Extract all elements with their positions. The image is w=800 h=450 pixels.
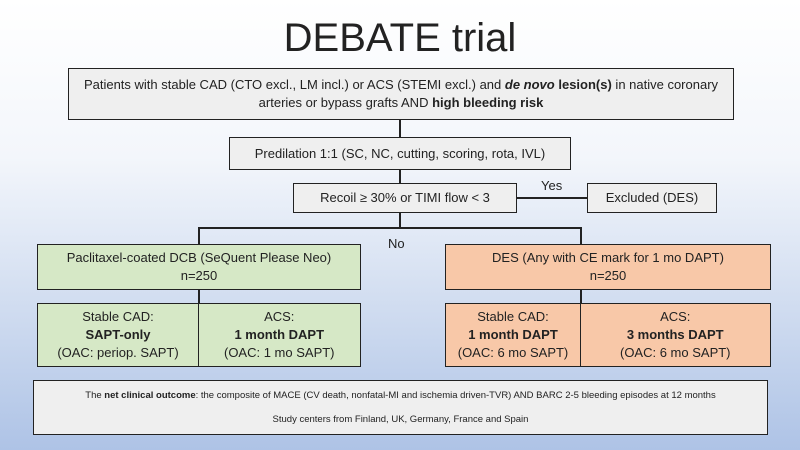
subgroup-label: Stable CAD: [82,309,154,324]
arm-name: Paclitaxel-coated DCB (SeQuent Please Ne… [66,250,332,265]
subgroup-label: ACS: [264,309,295,324]
connector [399,213,401,229]
connector [198,227,200,244]
connector [580,227,582,244]
connector [399,170,401,183]
outcome-bold: net clinical outcome [104,389,196,401]
outcome-line: The net clinical outcome: the composite … [85,389,715,403]
recoil-text: Recoil ≥ 30% or TIMI flow < 3 [320,190,490,205]
subgroup-therapy: 1 month DAPT [234,327,325,342]
outcome-box: The net clinical outcome: the composite … [33,380,768,435]
des-stable-cad-box: Stable CAD: 1 month DAPT (OAC: 6 mo SAPT… [445,303,581,367]
subgroup-therapy: 1 month DAPT [468,327,558,342]
dcb-arm-box: Paclitaxel-coated DCB (SeQuent Please Ne… [37,244,361,290]
arm-n: n=250 [589,268,627,283]
subgroup-oac: (OAC: 1 mo SAPT) [223,345,335,360]
recoil-box: Recoil ≥ 30% or TIMI flow < 3 [293,183,517,213]
predilation-box: Predilation 1:1 (SC, NC, cutting, scorin… [229,137,571,170]
connector [399,120,401,137]
excluded-box: Excluded (DES) [587,183,717,213]
predilation-text: Predilation 1:1 (SC, NC, cutting, scorin… [254,145,546,161]
subgroup-therapy: 3 months DAPT [626,327,724,342]
connector [580,290,582,303]
subgroup-oac: (OAC: periop. SAPT) [57,345,179,360]
population-text: Patients with stable CAD (CTO excl., LM … [83,77,505,92]
subgroup-label: ACS: [660,309,691,324]
subgroup-oac: (OAC: 6 mo SAPT) [619,345,731,360]
dcb-stable-cad-box: Stable CAD: SAPT-only (OAC: periop. SAPT… [37,303,199,367]
population-text-2: in native coronary arteries or bypass gr… [258,77,719,110]
dcb-acs-box: ACS: 1 month DAPT (OAC: 1 mo SAPT) [197,303,361,367]
des-arm-box: DES (Any with CE mark for 1 mo DAPT) n=2… [445,244,771,290]
subgroup-oac: (OAC: 6 mo SAPT) [457,345,569,360]
subgroup-therapy: SAPT-only [85,327,151,342]
population-box: Patients with stable CAD (CTO excl., LM … [68,68,734,120]
page-title: DEBATE trial [283,16,517,60]
outcome-text: : the composite of MACE (CV death, nonfa… [195,389,716,401]
no-label: No [388,236,405,251]
connector [198,290,200,303]
subgroup-label: Stable CAD: [477,309,549,324]
arm-name: DES (Any with CE mark for 1 mo DAPT) [492,250,724,265]
high-bleeding-risk-text: high bleeding risk [432,95,544,110]
lesion-text: lesion(s) [554,77,612,92]
study-centers: Study centers from Finland, UK, Germany,… [272,413,529,425]
arm-n: n=250 [180,268,218,283]
split-connector [198,227,582,229]
outcome-prefix: The [85,389,105,401]
excluded-text: Excluded (DES) [605,190,699,205]
des-acs-box: ACS: 3 months DAPT (OAC: 6 mo SAPT) [579,303,771,367]
yes-connector [517,197,587,199]
yes-label: Yes [541,178,563,193]
de-novo-text: de novo [504,77,555,92]
